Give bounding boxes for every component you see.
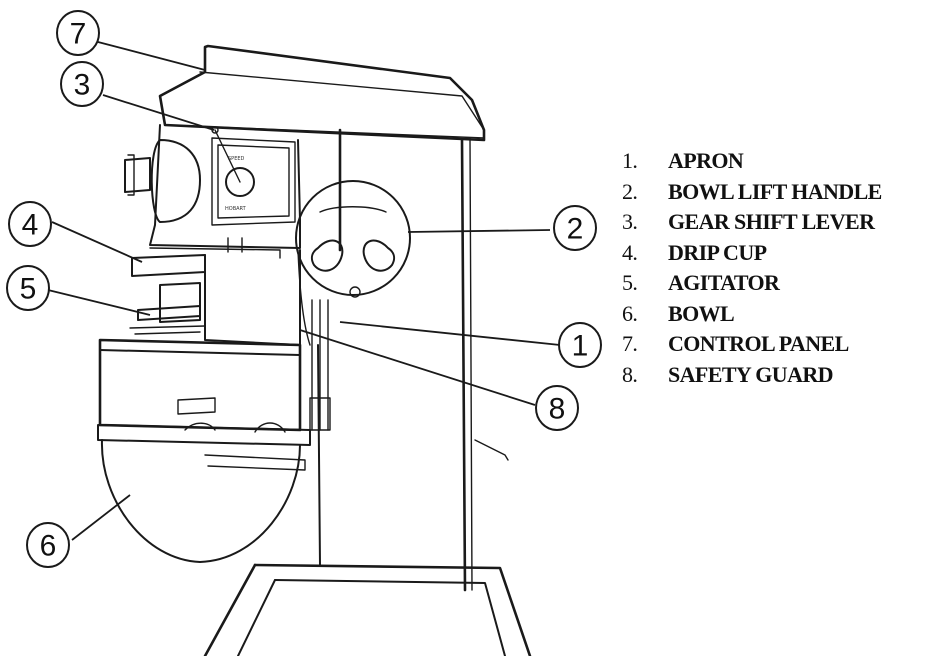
legend-item: 5. AGITATOR: [622, 268, 882, 299]
legend-label: SAFETY GUARD: [668, 361, 834, 387]
legend-number: 4.: [622, 239, 638, 265]
legend-number: 6.: [622, 300, 638, 326]
stand-mixer-illustration: SPEED HOBART: [97, 44, 532, 656]
legend-label: DRIP CUP: [668, 239, 767, 265]
svg-text:HOBART: HOBART: [225, 206, 247, 212]
legend-item: 1. APRON: [622, 146, 882, 177]
callout-1: 1: [558, 322, 602, 368]
svg-text:2: 2: [567, 213, 584, 246]
svg-text:6: 6: [40, 530, 57, 563]
legend-number: 8.: [622, 361, 638, 387]
callout-8: 8: [535, 385, 579, 431]
callout-7: 7: [56, 10, 100, 56]
callout-4: 4: [8, 201, 52, 247]
legend-number: 3.: [622, 209, 638, 235]
svg-text:4: 4: [22, 209, 39, 242]
legend-number: 2.: [622, 178, 638, 204]
callout-2: 2: [553, 205, 597, 251]
legend-number: 7.: [622, 331, 638, 357]
svg-text:SPEED: SPEED: [228, 156, 245, 162]
legend-item: 6. BOWL: [622, 299, 882, 330]
svg-text:8: 8: [549, 393, 566, 426]
leader-7: [97, 41, 206, 71]
svg-text:5: 5: [20, 273, 37, 306]
legend-item: 4. DRIP CUP: [622, 238, 882, 269]
legend-item: 3. GEAR SHIFT LEVER: [622, 207, 882, 238]
legend-label: CONTROL PANEL: [668, 331, 849, 357]
legend-number: 5.: [622, 270, 638, 296]
legend-label: AGITATOR: [668, 270, 780, 296]
svg-text:3: 3: [74, 69, 91, 102]
svg-text:1: 1: [572, 330, 589, 363]
callout-3: 3: [60, 61, 104, 107]
legend-label: BOWL LIFT HANDLE: [668, 178, 882, 204]
legend-item: 8. SAFETY GUARD: [622, 360, 882, 391]
leader-5: [47, 289, 151, 316]
leader-8: [299, 329, 536, 406]
svg-text:7: 7: [70, 18, 87, 51]
leader-1: [339, 321, 561, 346]
legend-item: 7. CONTROL PANEL: [622, 329, 882, 360]
parts-legend: 1. APRON 2. BOWL LIFT HANDLE 3. GEAR SHIFT …: [622, 146, 882, 390]
leader-4: [51, 221, 143, 263]
legend-label: APRON: [668, 148, 744, 174]
callout-5: 5: [6, 265, 50, 311]
legend-item: 2. BOWL LIFT HANDLE: [622, 177, 882, 208]
legend-label: BOWL: [668, 300, 735, 326]
legend-number: 1.: [622, 148, 638, 174]
callout-6: 6: [26, 522, 70, 568]
leader-3: [102, 94, 215, 131]
leader-6: [71, 494, 131, 541]
legend-label: GEAR SHIFT LEVER: [668, 209, 875, 235]
leader-2: [407, 229, 551, 233]
